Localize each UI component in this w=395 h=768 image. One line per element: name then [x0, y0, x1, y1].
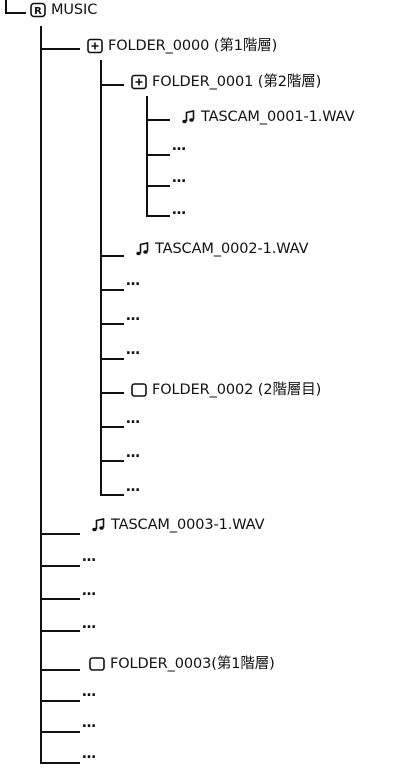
tree-node-folder: FOLDER_0000 (第1階層) [87, 36, 277, 56]
tree-node-file: TASCAM_0001-1.WAV [180, 107, 354, 127]
node-label: FOLDER_0001 (第2階層) [152, 74, 322, 90]
tree-tick [100, 358, 124, 360]
node-label: TASCAM_0003-1.WAV [111, 517, 265, 533]
tree-node-folder: FOLDER_0001 (第2階層) [131, 72, 321, 92]
folder-empty-icon [89, 656, 105, 672]
ellipsis: … [126, 308, 141, 324]
ellipsis: … [126, 273, 141, 289]
tree-tick [146, 154, 170, 156]
tree-tick [40, 700, 80, 702]
tree-tick [40, 48, 80, 50]
tree-tick [40, 731, 80, 733]
tree-tick [40, 533, 80, 535]
tree-tick [100, 460, 124, 462]
node-label: MUSIC [51, 2, 98, 18]
tree-node-root: R MUSIC [30, 0, 97, 20]
root-drive-icon: R [30, 2, 46, 18]
folder-empty-icon [131, 382, 147, 398]
ellipsis: … [82, 583, 97, 599]
tree-tick [146, 119, 170, 121]
ellipsis: … [172, 138, 187, 154]
node-label: FOLDER_0002 (2階層目) [152, 382, 322, 398]
music-note-icon [180, 109, 196, 125]
tree-tick [100, 426, 124, 428]
tree-tick [5, 12, 26, 14]
tree-tick [100, 494, 124, 496]
tree-node-file: TASCAM_0003-1.WAV [90, 515, 264, 535]
music-note-icon [90, 517, 106, 533]
node-label: FOLDER_0003(第1階層) [110, 656, 275, 672]
ellipsis: … [172, 202, 187, 218]
folder-expand-icon [87, 38, 103, 54]
ellipsis: … [126, 445, 141, 461]
tree-tick [100, 289, 124, 291]
tree-node-folder: FOLDER_0003(第1階層) [89, 654, 275, 674]
ellipsis: … [82, 549, 97, 565]
tree-tick [40, 630, 80, 632]
tree-node-folder: FOLDER_0002 (2階層目) [131, 380, 321, 400]
svg-text:R: R [34, 6, 42, 17]
ellipsis: … [82, 746, 97, 762]
tree-tick [146, 185, 170, 187]
ellipsis: … [126, 342, 141, 358]
ellipsis: … [126, 411, 141, 427]
tree-tick [100, 392, 124, 394]
ellipsis: … [172, 170, 187, 186]
tree-tick [146, 215, 170, 217]
tree-tick [100, 255, 124, 257]
ellipsis: … [126, 479, 141, 495]
tree-tick [40, 565, 80, 567]
tree-line-level1 [40, 26, 42, 764]
ellipsis: … [82, 715, 97, 731]
tree-tick [40, 762, 80, 764]
music-note-icon [134, 241, 150, 257]
tree-node-file: TASCAM_0002-1.WAV [134, 239, 308, 259]
tree-line-level3 [146, 96, 148, 216]
tree-tick [40, 598, 80, 600]
tree-tick [100, 323, 124, 325]
node-label: FOLDER_0000 (第1階層) [108, 38, 278, 54]
tree-tick [100, 84, 124, 86]
tree-line-level2 [100, 60, 102, 496]
folder-expand-icon [131, 74, 147, 90]
tree-line-root [5, 0, 7, 12]
tree-tick [40, 669, 80, 671]
node-label: TASCAM_0001-1.WAV [201, 109, 355, 125]
node-label: TASCAM_0002-1.WAV [155, 241, 309, 257]
ellipsis: … [82, 616, 97, 632]
ellipsis: … [82, 684, 97, 700]
